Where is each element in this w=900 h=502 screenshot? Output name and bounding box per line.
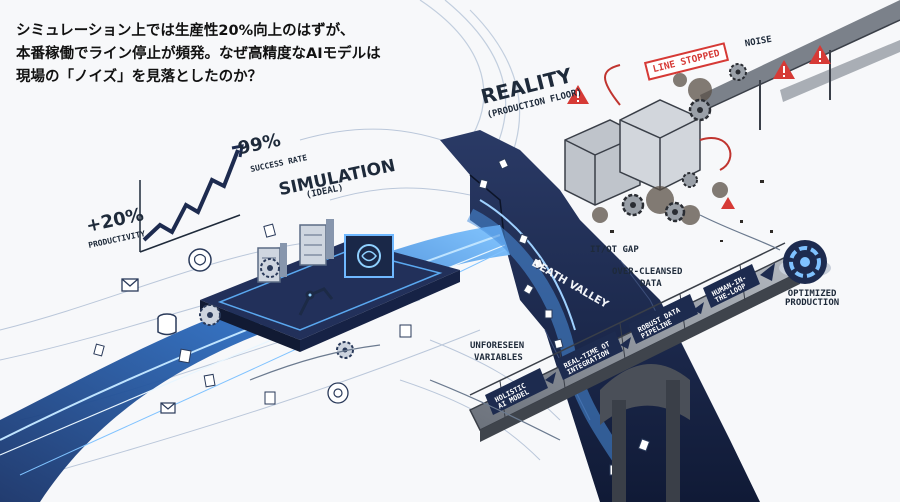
over-cleansed-label-2: DATA — [640, 279, 662, 289]
brain-icon — [327, 382, 349, 404]
data-document-icons — [93, 158, 651, 476]
headline: シミュレーション上では生産性20%向上のはずが、 本番稼働でライン停止が頻発。な… — [16, 20, 436, 89]
ai-chip-icon — [344, 234, 394, 278]
brain-icon — [188, 248, 212, 272]
gear-icon — [260, 258, 280, 278]
bridge-arrows — [545, 263, 775, 384]
optimized-production-line1: OPTIMIZED — [787, 289, 837, 299]
gear-icon — [199, 304, 221, 326]
mail-icon — [160, 402, 176, 414]
optimized-production-line2: PRODUCTION — [785, 298, 840, 309]
reality-machine — [564, 64, 732, 206]
warning-icon — [721, 197, 735, 209]
warning-icon — [773, 60, 795, 79]
headline-line-2: 本番稼働でライン停止が頻発。なぜ高精度なAIモデルは — [16, 46, 381, 62]
debris-scatter — [610, 180, 773, 242]
optimized-production-label: OPTIMIZED PRODUCTION — [785, 289, 840, 309]
warning-icon — [567, 85, 589, 104]
gear-icon — [682, 172, 698, 188]
server-icon — [299, 219, 334, 266]
mail-icon — [121, 278, 139, 292]
productivity-chart — [139, 144, 244, 253]
gear-icon — [621, 193, 645, 217]
over-cleansed-label-1: OVER-CLEANSED — [612, 267, 683, 277]
swirl-lines — [419, 0, 521, 161]
database-icon — [157, 313, 177, 336]
itot-gap-label: IT/OT GAP — [590, 245, 639, 255]
warning-icon — [809, 45, 831, 64]
unforeseen-label-2: VARIABLES — [474, 353, 523, 363]
gear-icon — [688, 98, 712, 122]
guide-arrows — [249, 214, 781, 441]
unforeseen-label-1: UNFORESEEN — [470, 341, 525, 351]
optimized-production-icon — [779, 240, 831, 284]
simulation-platform — [200, 240, 460, 352]
headline-line-3: 現場の「ノイズ」を見落としたのか？ — [16, 69, 263, 85]
robot-arm-icon — [298, 287, 334, 316]
conveyor-rail — [700, 0, 900, 130]
gear-icon — [664, 201, 686, 223]
bridge-step-plaques — [485, 264, 760, 415]
gear-icon — [729, 63, 747, 81]
headline-line-1: シミュレーション上では生産性20%向上のはずが、 — [16, 23, 355, 39]
